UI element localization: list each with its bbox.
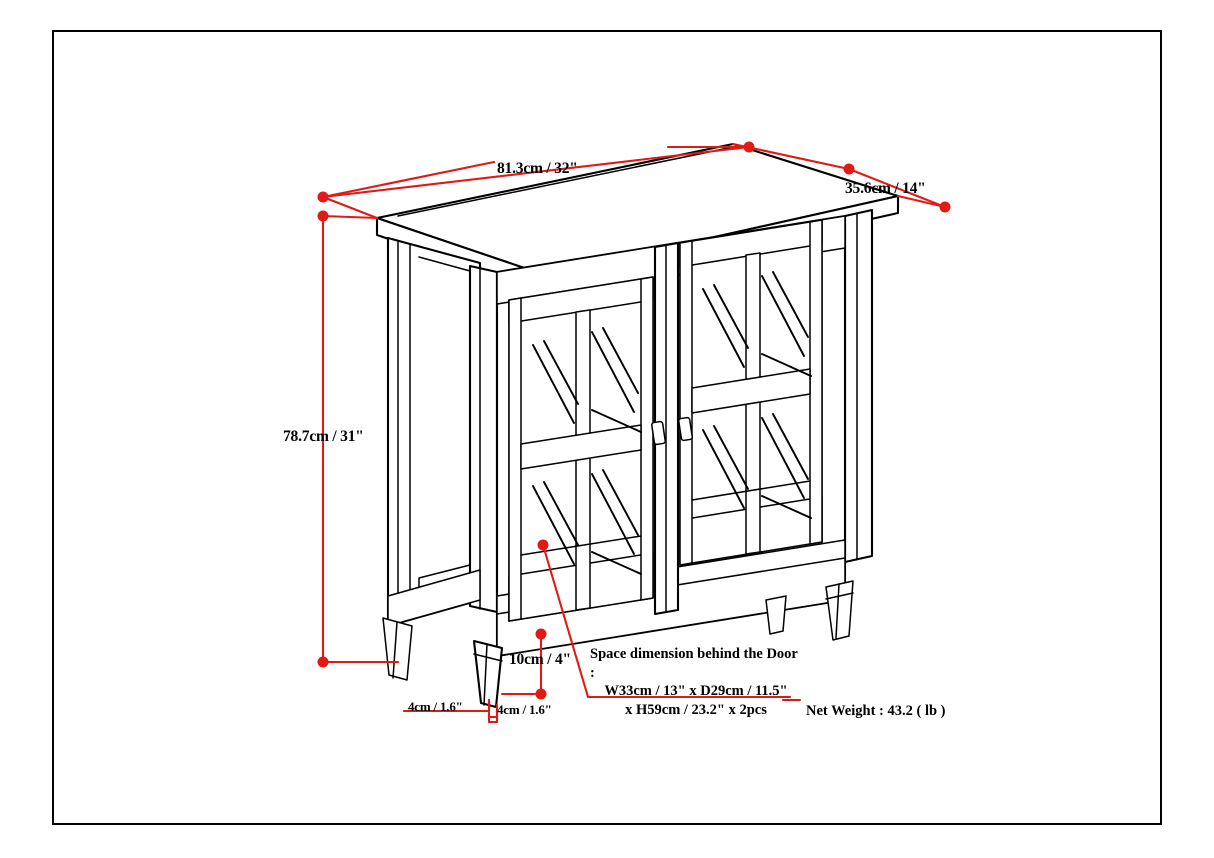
dimension-label-height: 78.7cm / 31" xyxy=(283,428,364,445)
net-weight-label: Net Weight : 43.2 ( lb ) xyxy=(806,703,946,719)
space-note-title: Space dimension behind the Door : xyxy=(590,646,798,681)
dimension-label-depth: 35.6cm / 14" xyxy=(845,180,926,197)
dimension-label-leg-height: 10cm / 4" xyxy=(509,651,571,668)
space-note-line-3: x H59cm / 23.2" x 2pcs xyxy=(625,701,767,718)
dimension-label-leg-width-right: 4cm / 1.6" xyxy=(497,702,552,717)
space-note-line-2: W33cm / 13" x D29cm / 11.5" xyxy=(604,683,788,700)
dimension-label-leg-width-left: 4cm / 1.6" xyxy=(408,699,463,714)
space-dimension-note: Space dimension behind the Door : W33cm … xyxy=(588,645,804,719)
dimension-label-width: 81.3cm / 32" xyxy=(497,160,578,177)
